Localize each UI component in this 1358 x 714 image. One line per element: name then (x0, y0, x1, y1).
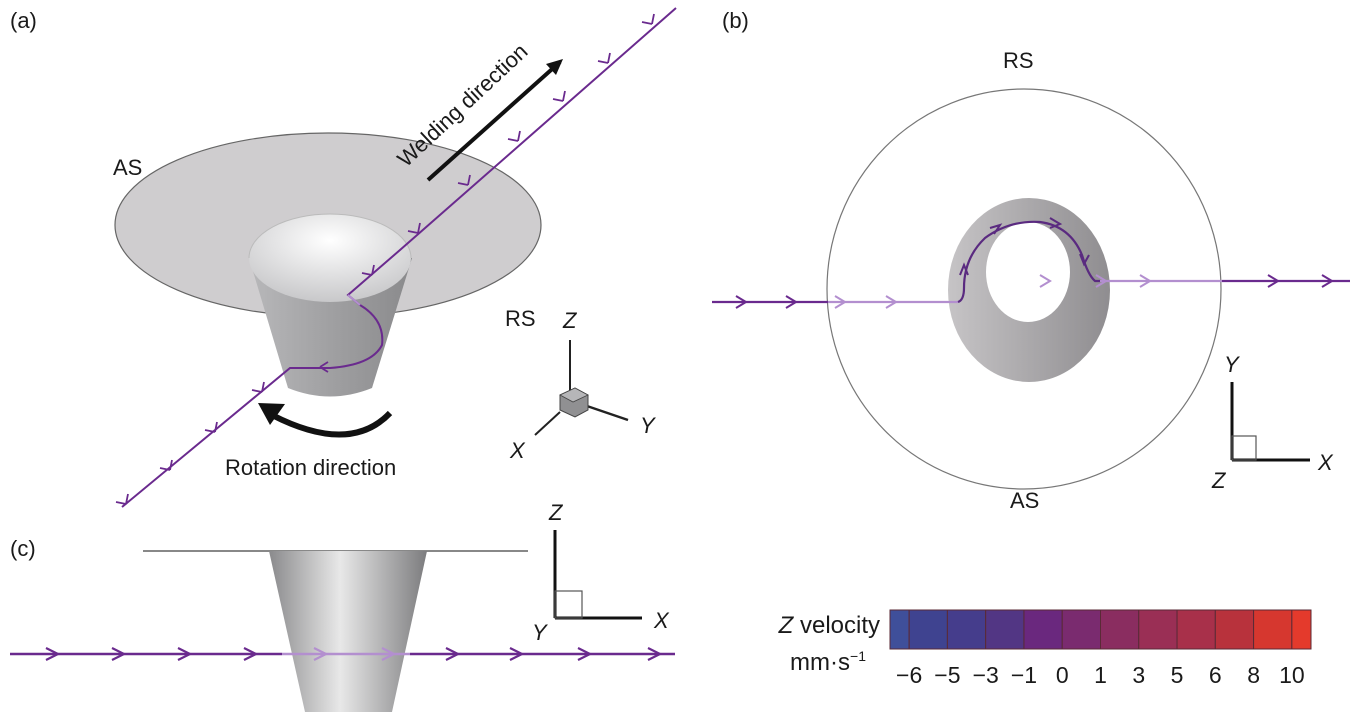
colorbar-cell (889, 609, 910, 650)
rotation-direction-arrow (270, 410, 393, 438)
colorbar-tick-label: −5 (934, 662, 960, 688)
axis-triad-b: Y X Z (1211, 352, 1334, 493)
colorbar-cell (1100, 609, 1140, 650)
colorbar-tick-label: −3 (973, 662, 999, 688)
colorbar-units: mm·s−1 (740, 648, 866, 677)
colorbar-tick-label: 10 (1279, 662, 1305, 688)
colorbar-tick-label: 0 (1056, 662, 1069, 688)
colorbar-units-text: mm·s (790, 649, 851, 676)
colorbar-title-text: velocity (799, 612, 880, 639)
panel-c: (c) Z X Y (10, 500, 675, 712)
panel-a: (a) Welding direction (10, 7, 677, 508)
colorbar-cell (1291, 609, 1312, 650)
panel-c-tag: (c) (10, 536, 36, 561)
axis-y-label-a: Y (640, 413, 656, 438)
colorbar-tick-label: −1 (1011, 662, 1037, 688)
colorbar-units-exponent: −1 (850, 648, 866, 664)
streamline-b-arrows (735, 217, 1334, 309)
welding-direction-arrow (426, 60, 562, 182)
colorbar-tick-label: −6 (896, 662, 922, 688)
streamline-a-arrows (115, 13, 655, 505)
label-rs-b: RS (1003, 48, 1034, 73)
shoulder-outline-b (826, 88, 1222, 490)
axis-x-label-c: X (653, 608, 670, 633)
welding-arrowhead (546, 59, 563, 75)
colorbar-cell (985, 609, 1025, 650)
streamline-c-arrows (45, 647, 663, 661)
axis-x-label-a: X (509, 438, 526, 463)
colorbar-cell (1061, 609, 1102, 650)
colorbar-tick-label: 1 (1094, 662, 1107, 688)
label-as-b: AS (1010, 488, 1039, 513)
axis-triad-c: Z X Y (532, 500, 670, 645)
axis-z-label-c: Z (548, 500, 564, 525)
colorbar-tick-label: 5 (1171, 662, 1184, 688)
colorbar-title-axis: Z (778, 612, 794, 639)
colorbar-tick-label: 3 (1132, 662, 1145, 688)
rotation-arrowhead (258, 403, 285, 425)
colorbar-cell (1023, 609, 1063, 650)
label-as-a: AS (113, 155, 142, 180)
axis-x-label-b: X (1317, 450, 1334, 475)
colorbar-cell (1176, 609, 1216, 650)
colorbar-cells (889, 609, 1312, 650)
pin-hole-b (986, 222, 1070, 322)
colorbar-cell (908, 609, 948, 650)
colorbar-cell (946, 609, 987, 650)
axis-triad-a: Z Y X (509, 308, 656, 463)
panel-b-tag: (b) (722, 8, 749, 33)
axis-z-label-a: Z (562, 308, 578, 333)
colorbar-cell (1214, 609, 1255, 650)
tool-pin-side-c (269, 551, 427, 712)
panel-b: (b) RS AS (712, 8, 1350, 513)
colorbar-tick-label: 8 (1247, 662, 1260, 688)
panel-a-tag: (a) (10, 8, 37, 33)
axis-y-label-c: Y (532, 620, 548, 645)
colorbar-cell (1253, 609, 1293, 650)
colorbar-cell (1138, 609, 1178, 650)
colorbar-tick-label: 6 (1209, 662, 1222, 688)
streamline-a (121, 7, 677, 508)
label-rs-a: RS (505, 306, 536, 331)
colorbar-title: Z velocity (740, 612, 880, 640)
tool-pin-top (249, 214, 411, 302)
axis-y-label-b: Y (1224, 352, 1240, 377)
rotation-direction-label: Rotation direction (225, 455, 396, 480)
axis-z-label-b: Z (1211, 468, 1227, 493)
